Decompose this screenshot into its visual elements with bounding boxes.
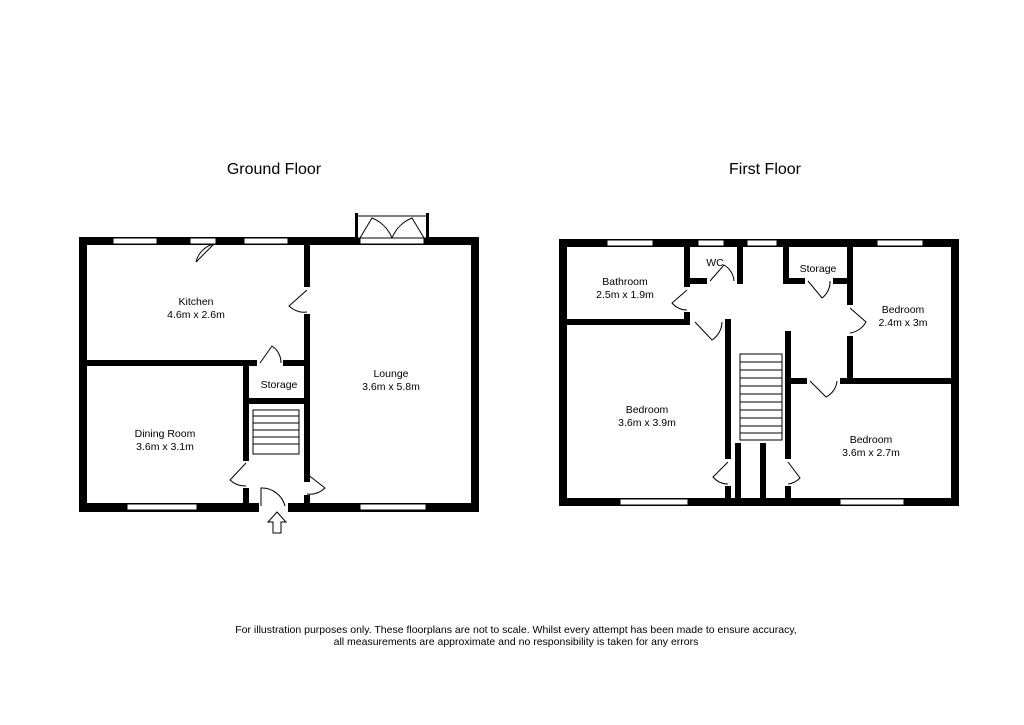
wc-window [697, 239, 725, 247]
dining-hall-wall-lower [243, 488, 249, 503]
storage-hall-wall [249, 398, 304, 404]
bathroom-window [606, 239, 654, 247]
first-floor-title: First Floor [729, 161, 802, 178]
kitchen-window-2 [243, 237, 289, 245]
kitchen-lounge-wall-upper [304, 245, 310, 287]
bedroom-ne-wall-lower [847, 336, 853, 380]
first-stairs [739, 353, 783, 441]
storage-door [807, 280, 831, 299]
storage-bottom-wall [783, 278, 805, 284]
bedroom-se-label: Bedroom [850, 434, 893, 446]
kitchen-dining-wall [87, 360, 257, 366]
landing-cupboard-wall-right [760, 443, 766, 498]
bedroom-se-window [839, 498, 905, 506]
dining-label: Dining Room [135, 428, 196, 440]
first-bottom-wall [559, 498, 959, 506]
first-right-wall [951, 239, 959, 506]
kitchen-back-door [195, 243, 215, 263]
wc-door [709, 264, 735, 282]
ground-storage-label: Storage [261, 379, 298, 391]
bedroom-w-cupboard-door [712, 461, 729, 485]
kitchen-label: Kitchen [178, 296, 213, 308]
front-door [260, 487, 286, 507]
dining-hall-wall [243, 366, 249, 461]
first-left-wall [559, 239, 567, 506]
bathroom-bedroom-wall [567, 319, 684, 325]
ground-left-wall [79, 237, 87, 512]
bedroom-ne-se-wall [840, 378, 951, 384]
kitchen-window-1 [112, 237, 158, 245]
disclaimer-line-1: For illustration purposes only. These fl… [235, 624, 796, 636]
bathroom-wall-lower [684, 312, 690, 325]
ground-stairs [252, 409, 300, 455]
bathroom-label: Bathroom [602, 276, 648, 288]
bedroom-se-top-wall [785, 378, 807, 384]
ground-right-wall [471, 237, 479, 512]
bedroom-se-door [809, 380, 838, 398]
bedroom-w-size: 3.6m x 3.9m [618, 417, 676, 429]
lounge-label: Lounge [373, 368, 408, 380]
disclaimer-line-2: all measurements are approximate and no … [334, 636, 699, 648]
kitchen-size: 4.6m x 2.6m [167, 309, 225, 321]
hall-lounge-wall-lower [304, 495, 310, 503]
dining-size: 3.6m x 3.1m [136, 441, 194, 453]
storage-door [259, 345, 282, 364]
entrance-arrow-icon [266, 511, 288, 534]
bedroom-ne-size: 2.4m x 3m [878, 317, 927, 329]
landing-cupboard-wall-left [735, 443, 741, 498]
kitchen-back-door-opening [189, 237, 217, 245]
bedroom-ne-door [849, 307, 867, 334]
bedroom-se-left-wall-lower [785, 486, 791, 498]
lounge-window [359, 503, 427, 511]
bathroom-size: 2.5m x 1.9m [596, 289, 654, 301]
bedroom-se-size: 3.6m x 2.7m [842, 447, 900, 459]
kitchen-lounge-door [288, 289, 308, 313]
patio-doors [359, 217, 425, 239]
storage-bottom-wall-right [833, 278, 847, 284]
landing-right-wall [785, 331, 791, 443]
bedroom-w-window [619, 498, 689, 506]
storage-bedroom-ne-wall [847, 247, 853, 305]
lounge-hall-door [306, 473, 326, 495]
wc-landing-wall [737, 247, 743, 284]
lounge-size: 3.6m x 5.8m [362, 381, 420, 393]
dining-door [229, 462, 247, 487]
ground-floor-plan: Ground Floor [79, 161, 479, 534]
first-floor-plan: First Floor [559, 161, 959, 506]
bedroom-ne-window [876, 239, 924, 247]
bedroom-w-door [694, 321, 723, 341]
dining-window [126, 503, 198, 511]
first-storage-label: Storage [800, 263, 837, 275]
bedroom-ne-label: Bedroom [882, 304, 925, 316]
bedroom-se-left-wall [785, 443, 791, 459]
kitchen-lounge-wall-lower [304, 314, 310, 482]
patio-post-left [355, 213, 358, 239]
ground-floor-title: Ground Floor [227, 161, 322, 178]
landing-window [746, 239, 778, 247]
patio-threshold [359, 237, 425, 245]
bedroom-w-label: Bedroom [626, 404, 669, 416]
bathroom-wc-wall-upper [684, 247, 690, 287]
kitchen-storage-wall [283, 360, 304, 366]
wc-label: WC [706, 257, 724, 269]
patio-post-right [426, 213, 429, 239]
storage-left-wall [783, 247, 789, 284]
bedroom-w-landing-wall [725, 319, 731, 459]
bedroom-w-wall-lower [725, 486, 731, 498]
bathroom-door [671, 289, 688, 311]
bedroom-se-cupboard-door [787, 461, 801, 485]
wc-bottom-wall [690, 278, 707, 284]
